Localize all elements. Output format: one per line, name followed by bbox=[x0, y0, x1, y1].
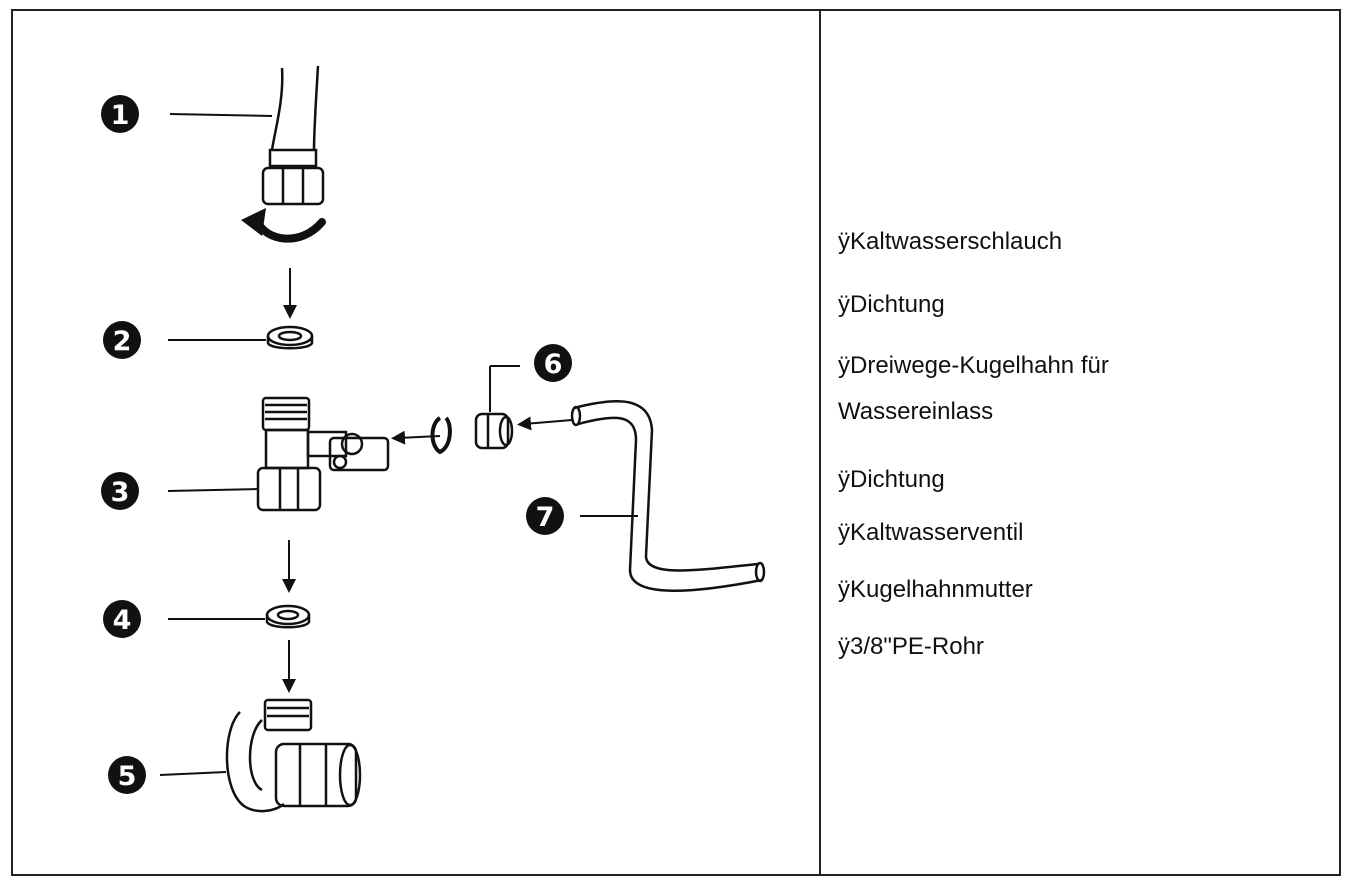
label-1: 1 bbox=[101, 95, 273, 133]
legend-item-nut: ÿKugelhahnmutter bbox=[838, 576, 1033, 603]
washer-bottom bbox=[265, 604, 311, 629]
legend-item-three-way-valve-cont: Wassereinlass bbox=[838, 398, 994, 425]
assembly-diagram: 1 2 3 4 5 6 7 bbox=[101, 65, 766, 813]
arrow-left-tube bbox=[517, 416, 573, 431]
label-5: 5 bbox=[108, 756, 227, 794]
outer-frame bbox=[11, 9, 1341, 876]
cold-water-valve bbox=[225, 698, 362, 813]
label-3: 3 bbox=[101, 472, 259, 510]
label-6: 6 bbox=[489, 344, 572, 412]
rotate-arrow-head bbox=[241, 208, 266, 236]
rotate-arrow bbox=[254, 218, 326, 243]
svg-text:1: 1 bbox=[111, 100, 130, 131]
rotate-arrow-small bbox=[430, 416, 452, 455]
legend-item-hose: ÿKaltwasserschlauch bbox=[838, 228, 1063, 255]
legend-item-cold-valve: ÿKaltwasserventil bbox=[838, 519, 1024, 546]
svg-text:7: 7 bbox=[536, 502, 555, 533]
column-divider bbox=[819, 9, 821, 876]
parts-legend: ÿKaltwasserschlauch ÿDichtung ÿDreiwege-… bbox=[838, 0, 1338, 882]
svg-text:5: 5 bbox=[118, 761, 137, 792]
svg-text:3: 3 bbox=[111, 477, 130, 508]
svg-text:2: 2 bbox=[113, 326, 132, 357]
svg-text:4: 4 bbox=[113, 605, 132, 636]
pe-tube bbox=[570, 399, 766, 592]
label-4: 4 bbox=[103, 600, 265, 638]
legend-item-washer-1: ÿDichtung bbox=[838, 291, 945, 318]
svg-text:6: 6 bbox=[544, 349, 563, 380]
legend-item-pe-tube: ÿ3/8"PE-Rohr bbox=[838, 633, 984, 660]
label-2: 2 bbox=[103, 321, 266, 359]
cold-water-hose bbox=[261, 65, 325, 206]
three-way-ball-valve bbox=[256, 396, 390, 512]
legend-item-three-way-valve: ÿDreiwege-Kugelhahn für bbox=[838, 352, 1109, 379]
label-7: 7 bbox=[526, 497, 638, 535]
legend-item-washer-2: ÿDichtung bbox=[838, 466, 945, 493]
washer-top bbox=[266, 325, 314, 350]
ball-valve-nut bbox=[474, 412, 514, 450]
